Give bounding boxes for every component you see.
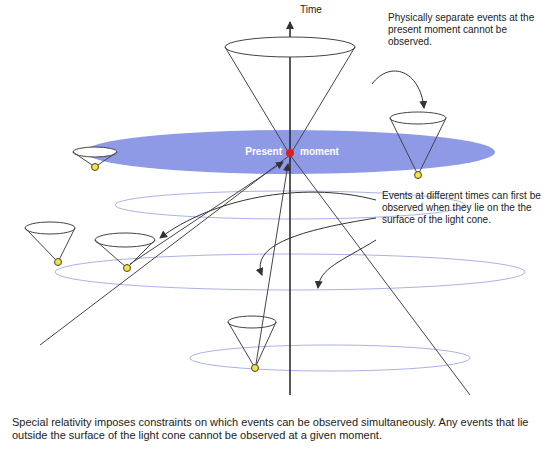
axis-label: Time: [300, 4, 360, 16]
future-cone: [225, 37, 355, 155]
figure-caption: Special relativity imposes constraints o…: [12, 416, 542, 442]
event-cone: [25, 112, 446, 372]
callout-note: Events at different times can first be o…: [382, 190, 548, 226]
plane-label: moment: [300, 146, 370, 158]
light-ray: [130, 162, 288, 364]
callout-note: Physically separate events at the presen…: [388, 12, 548, 48]
observer-event: [286, 149, 294, 157]
plane-label: Present: [245, 146, 284, 158]
time-axis: [289, 22, 291, 395]
leader-line: [160, 71, 424, 288]
